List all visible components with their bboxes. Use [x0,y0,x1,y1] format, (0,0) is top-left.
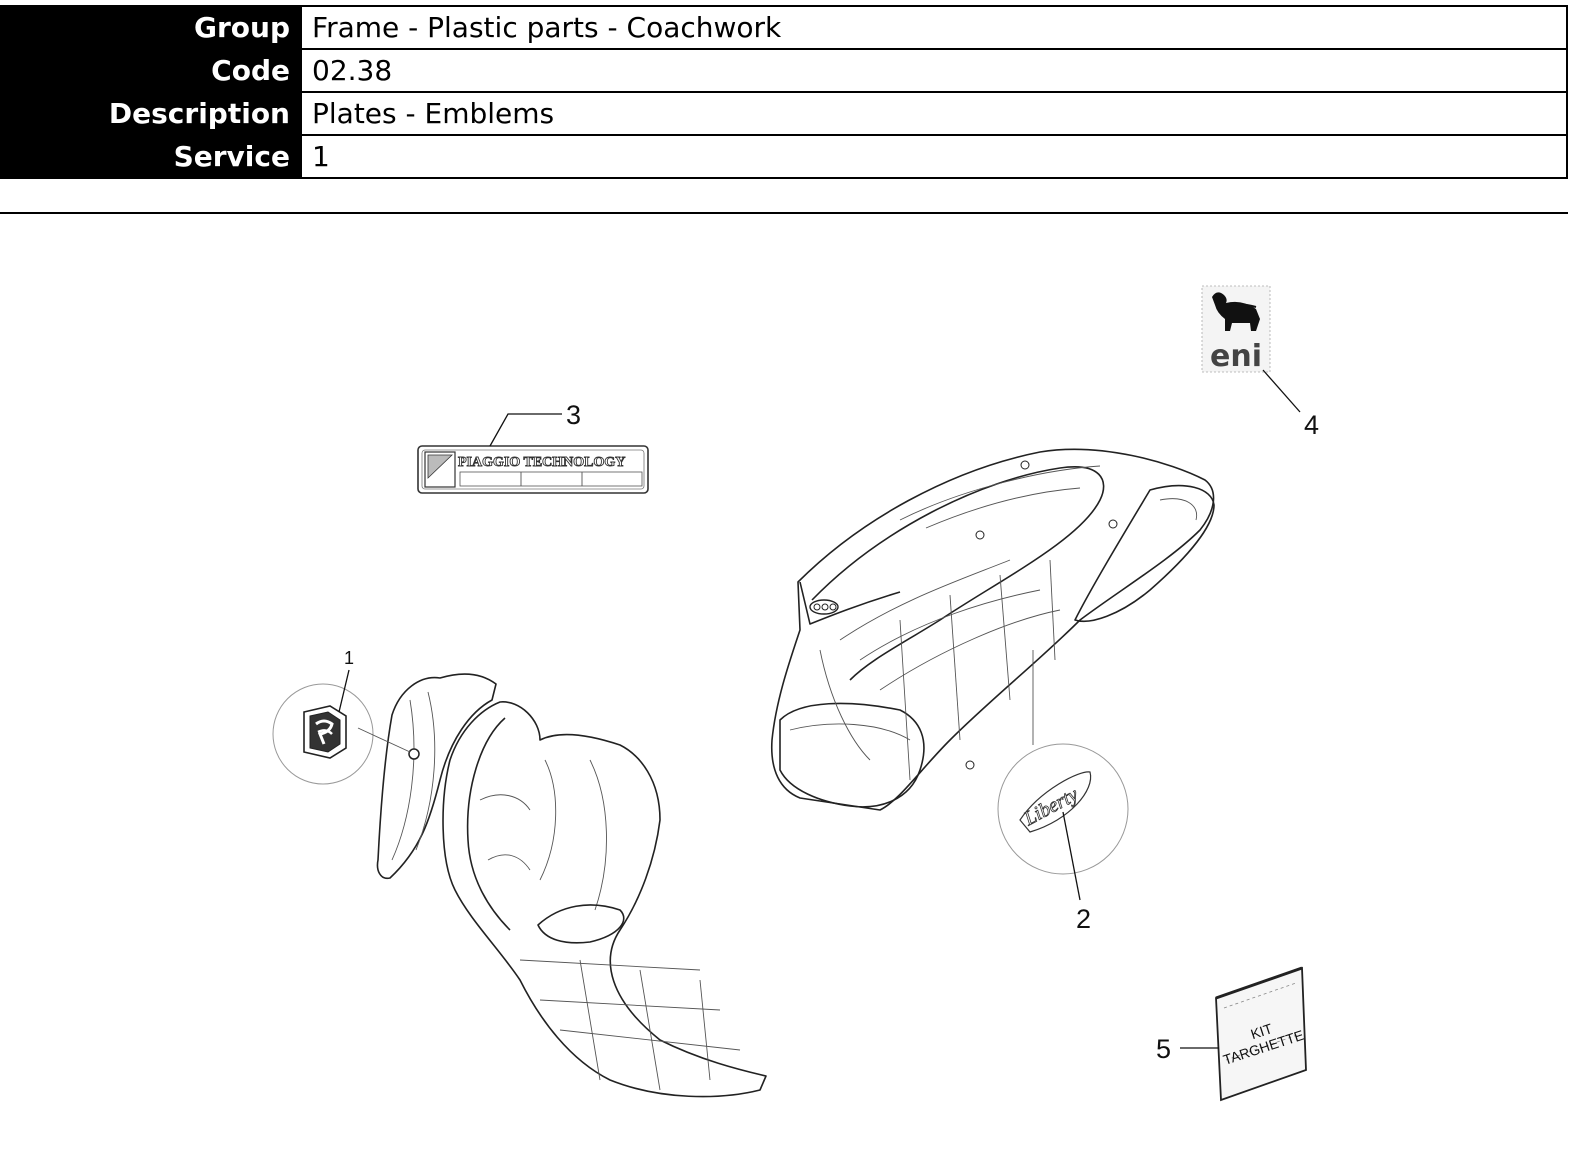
code-label: Code [0,48,302,93]
callout-3: 3 [566,400,581,430]
leader-3 [489,413,562,447]
plates-kit-bag: KIT TARGHETTE [1215,966,1307,1102]
group-label: Group [0,5,302,50]
emblem-1-position [408,748,420,760]
service-label: Service [0,134,302,179]
callout-4: 4 [1304,410,1319,440]
code-row: Code 02.38 [0,48,1568,93]
service-row: Service 1 [0,134,1568,179]
group-value: Frame - Plastic parts - Coachwork [300,5,1568,50]
liberty-emblem-detail: Liberty [997,743,1129,875]
front-shield [376,673,767,1098]
callout-5: 5 [1156,1034,1171,1064]
piaggio-technology-plate: PIAGGIO TECHNOLOGY [417,445,649,494]
plate-brand-text: PIAGGIO TECHNOLOGY [458,455,625,470]
leader-2 [1062,811,1081,901]
rear-body-shell [770,448,1215,811]
leader-1 [338,669,350,713]
header-divider [0,212,1568,214]
eni-logo-sticker: eni [1201,285,1271,374]
leader-4 [1262,369,1301,413]
callout-2: 2 [1076,904,1091,934]
description-row: Description Plates - Emblems [0,91,1568,136]
emblem-1-link [357,727,411,753]
description-value: Plates - Emblems [300,91,1568,136]
kit-text-line1: KIT [1249,1020,1275,1042]
description-label: Description [0,91,302,136]
group-row: Group Frame - Plastic parts - Coachwork [0,5,1568,50]
piaggio-emblem-detail [272,683,374,785]
info-table: Group Frame - Plastic parts - Coachwork … [0,5,1568,179]
callout-1: 1 [344,648,354,668]
eni-text: eni [1210,339,1262,374]
code-value: 02.38 [300,48,1568,93]
service-value: 1 [300,134,1568,179]
